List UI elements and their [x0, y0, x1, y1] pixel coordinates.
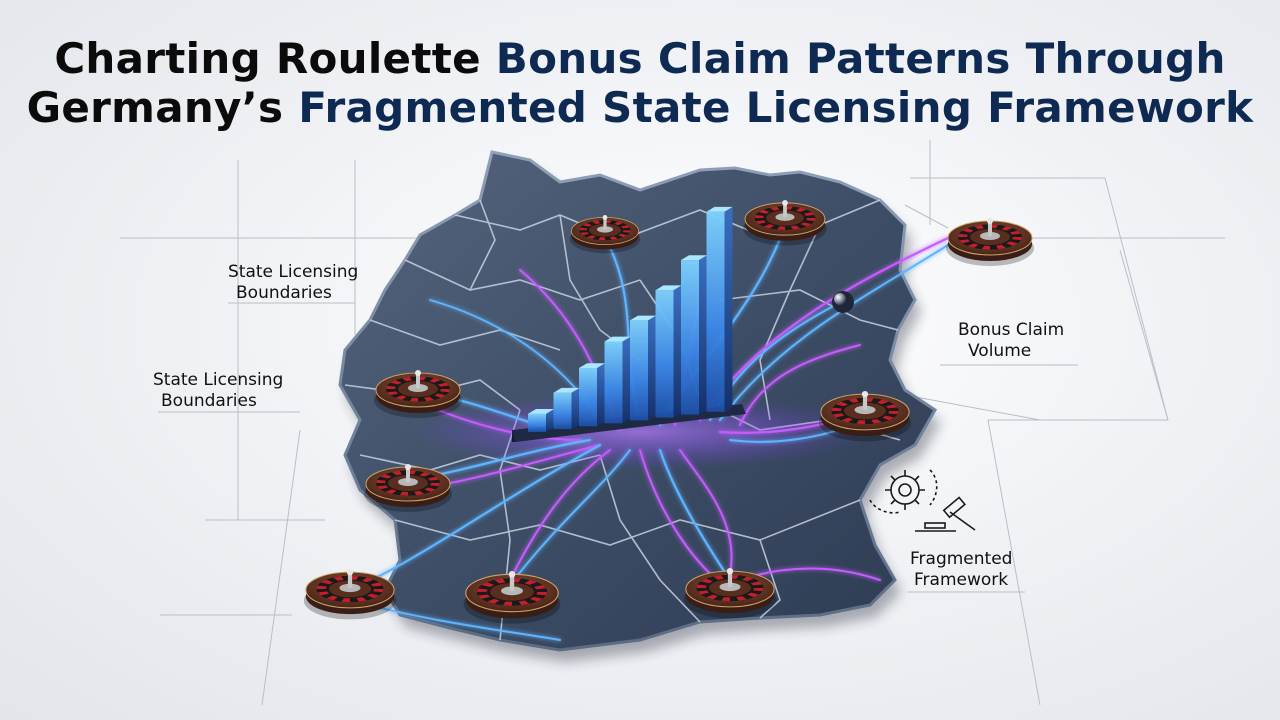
gear-icon — [869, 469, 938, 514]
bonus-claim-volume-label: Bonus Claim Volume — [958, 320, 1064, 362]
bar — [553, 387, 580, 430]
label-line: Fragmented — [910, 549, 1013, 569]
bar — [681, 255, 707, 415]
title-line-1-dark: Charting Roulette — [54, 34, 496, 83]
roulette-wheel-icon — [374, 370, 462, 418]
title-line-2-accent: Fragmented State Licensing Framework — [298, 83, 1254, 132]
bar-chart — [528, 206, 733, 432]
fragmented-framework-label: Fragmented Framework — [910, 549, 1012, 591]
title-line-2-dark: Germany’s — [26, 83, 299, 132]
chart-glow — [410, 394, 870, 470]
roulette-wheel-icon — [303, 569, 397, 620]
roulette-wheel-icon — [683, 568, 777, 619]
label-line: Volume — [968, 341, 1032, 361]
roulette-wheel-icon — [743, 200, 827, 246]
annotation-lines — [120, 140, 1225, 706]
bar — [655, 285, 682, 418]
bar — [630, 315, 656, 421]
bar — [579, 363, 605, 427]
roulette-ball-icon — [832, 291, 854, 313]
title-line-1-accent: Bonus Claim Patterns Through — [495, 34, 1226, 83]
state-licensing-label-top: State Licensing Boundaries — [228, 262, 358, 304]
roulette-wheel-icon — [364, 464, 452, 512]
title-line-1: Charting Roulette Bonus Claim Patterns T… — [0, 36, 1280, 82]
label-line: Bonus Claim — [958, 320, 1065, 340]
label-line: Boundaries — [236, 283, 332, 303]
gavel-icon — [915, 496, 976, 532]
state-licensing-label-left: State Licensing Boundaries — [153, 370, 283, 412]
label-line: Boundaries — [161, 391, 257, 411]
bar — [706, 206, 733, 412]
roulette-wheel-icon — [818, 391, 912, 442]
bar — [604, 336, 631, 424]
label-line: State Licensing — [153, 370, 284, 390]
title-line-2: Germany’s Fragmented State Licensing Fra… — [0, 85, 1280, 131]
label-line: State Licensing — [228, 262, 359, 282]
roulette-wheels — [303, 200, 1034, 624]
roulette-wheel-icon — [569, 215, 641, 254]
label-line: Framework — [914, 570, 1009, 590]
roulette-wheel-icon — [463, 571, 561, 624]
bar — [528, 409, 554, 432]
roulette-wheel-icon — [946, 218, 1034, 266]
